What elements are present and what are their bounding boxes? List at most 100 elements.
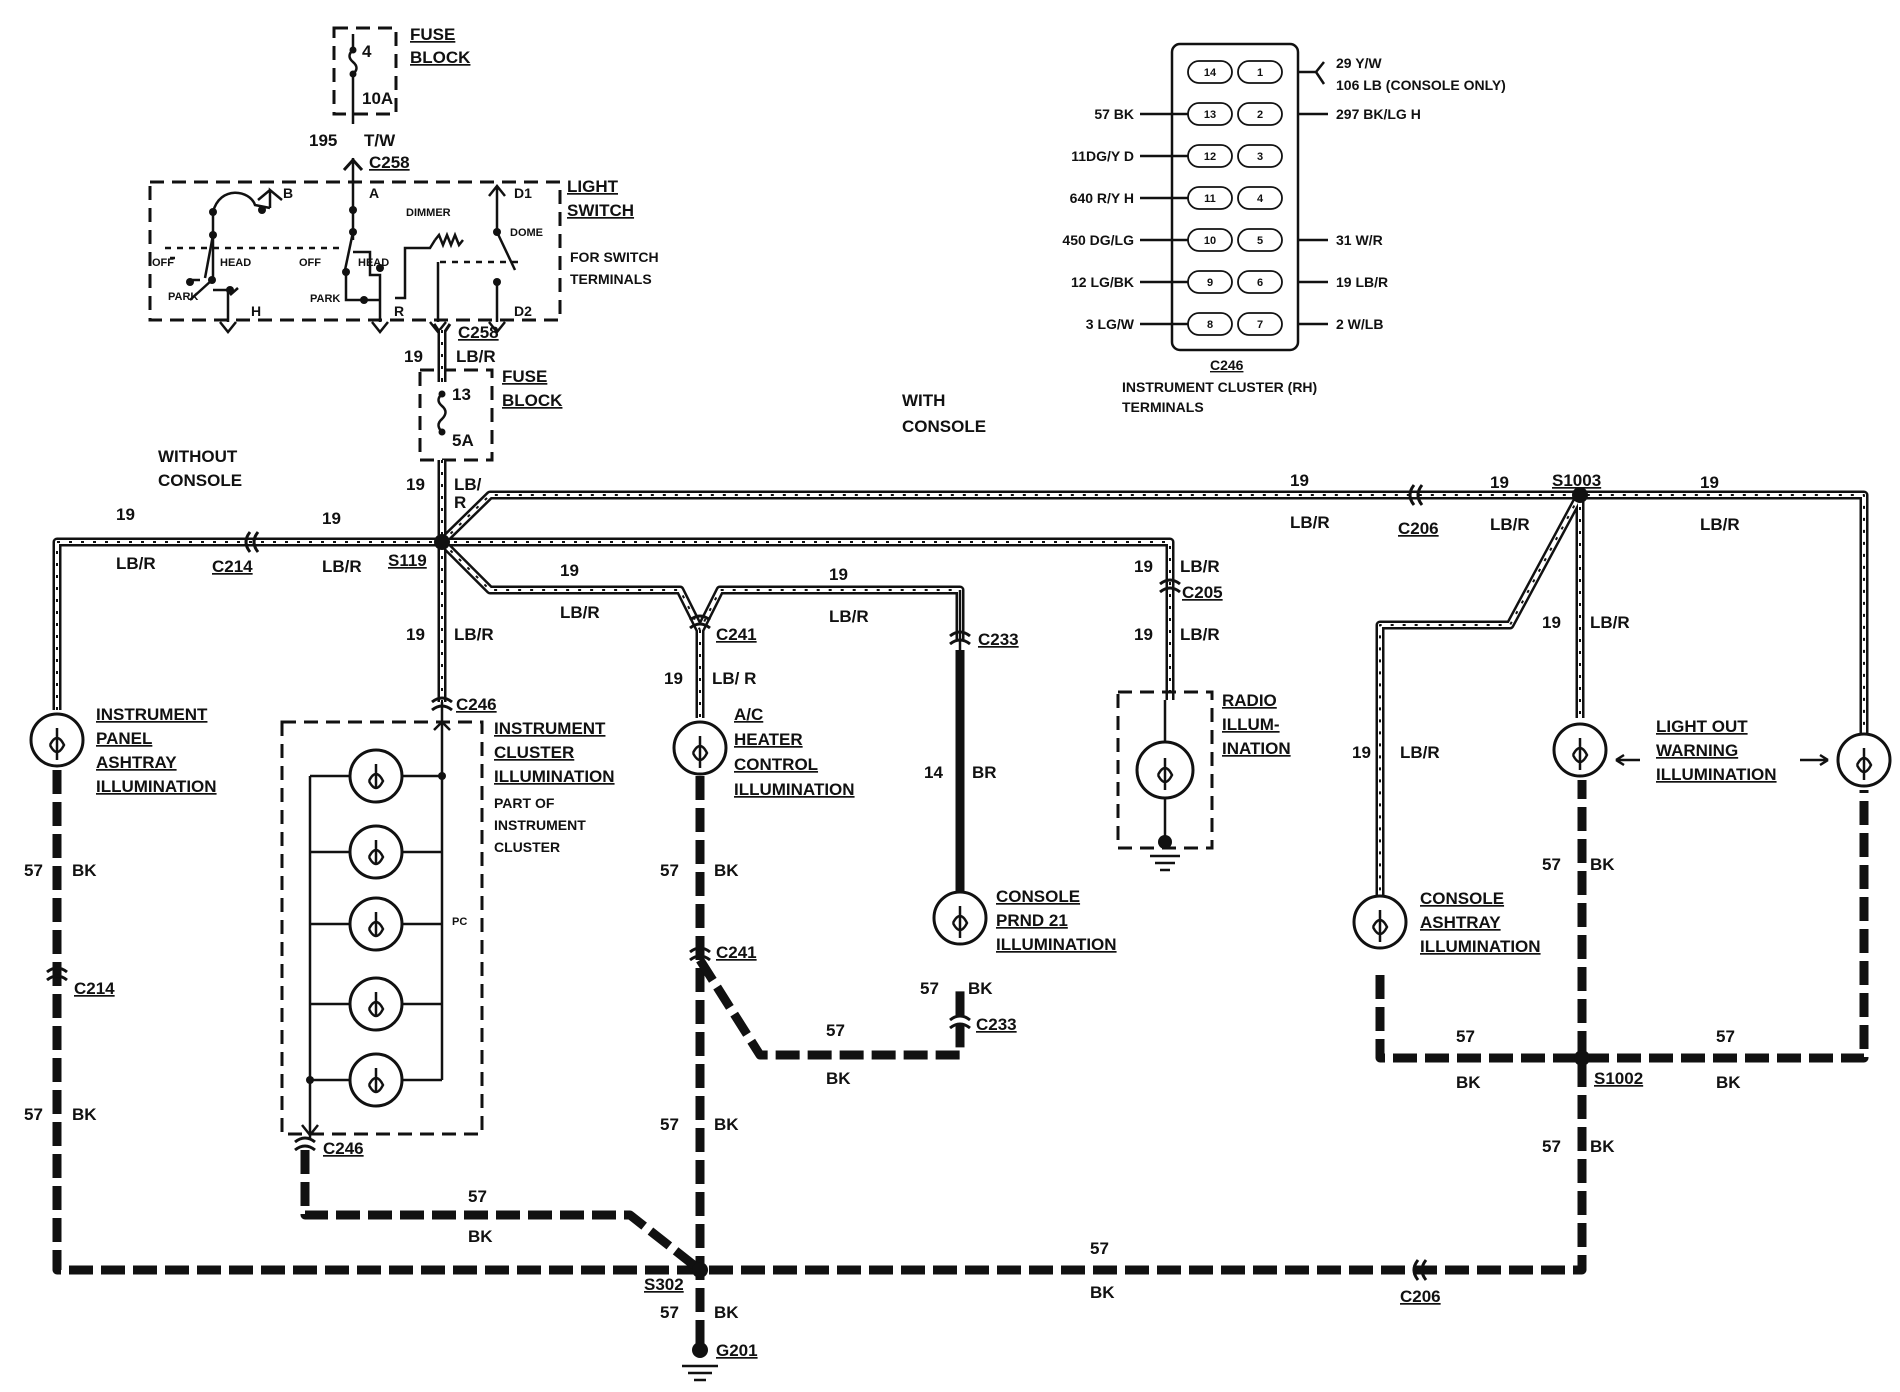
console-prnd-label-2: PRND 21: [996, 911, 1068, 930]
bulb-console-ashtray: [1352, 894, 1408, 950]
radio-label: RADIO ILLUM- INATION: [1222, 691, 1291, 758]
light-switch-title-1: LIGHT: [567, 177, 619, 196]
console-prnd-label-1: CONSOLE: [996, 887, 1080, 906]
radio-illumination-box: [1116, 690, 1214, 872]
cluster-bulb-filament: [367, 912, 385, 938]
lbr-label-9: LB/R: [1290, 513, 1330, 532]
switch-terminal-a: A: [369, 185, 379, 201]
ac-heater-label: A/C HEATER CONTROL ILLUMINATION: [734, 705, 855, 799]
bk-prnd: BK: [968, 979, 993, 998]
c246-left-label: 57 BK: [1094, 106, 1134, 122]
instrument-cluster-box: [280, 702, 484, 1140]
c246-left-label: 3 LG/W: [1086, 316, 1135, 332]
w19-label-11: 19: [1700, 473, 1719, 492]
ip-ashtray-label-1: INSTRUMENT: [96, 705, 208, 724]
c246-left-label: 450 DG/LG: [1062, 232, 1134, 248]
switch-terminal-b: B: [283, 185, 293, 201]
lbr-sp-label: LB/ R: [712, 669, 756, 688]
c246-pin-left-num: 10: [1204, 235, 1216, 247]
wire-19-top-color: LB/R: [456, 347, 496, 366]
w19-label-3: 19: [560, 561, 579, 580]
wire-19-mid-circuit: 19: [406, 475, 425, 494]
light-switch-note-1: FOR SWITCH: [570, 249, 659, 265]
fuse-top-rating: 10A: [362, 89, 393, 108]
console-ashtray-label-2: ASHTRAY: [1420, 913, 1501, 932]
w19-label-6: 19: [664, 669, 683, 688]
c241-top-label: C241: [716, 625, 757, 644]
light-out-label-3: ILLUMINATION: [1656, 765, 1777, 784]
switch-head-1: HEAD: [220, 257, 251, 269]
c214-bottom-label: C214: [74, 979, 115, 998]
c246-terminal-sub-1: INSTRUMENT CLUSTER (RH): [1122, 379, 1317, 395]
console-ashtray-label-3: ILLUMINATION: [1420, 937, 1541, 956]
switch-dome: DOME: [510, 227, 543, 239]
w14-label: 14: [924, 763, 943, 782]
switch-dimmer: DIMMER: [406, 207, 451, 219]
c246-pin-left-num: 8: [1207, 319, 1213, 331]
ip-ashtray-label-2: PANEL: [96, 729, 152, 748]
c246-pin-right: [1237, 312, 1283, 336]
c206-top-label: C206: [1398, 519, 1439, 538]
c246-pin-right-num: 4: [1257, 193, 1264, 205]
switch-park-2: PARK: [310, 293, 340, 305]
light-switch-title-2: SWITCH: [567, 201, 634, 220]
ac-heater-label-3: CONTROL: [734, 755, 818, 774]
fuse-block-mid: 13 5A: [418, 368, 494, 462]
cluster-label-3: ILLUMINATION: [494, 767, 615, 786]
s119-label: S119: [388, 551, 427, 570]
light-out-arrow-right: [1800, 753, 1829, 767]
br-label: BR: [972, 763, 997, 782]
console-ashtray-label-1: CONSOLE: [1420, 889, 1504, 908]
ac-heater-label-4: ILLUMINATION: [734, 780, 855, 799]
w19-label-1: 19: [116, 505, 135, 524]
c246-right-label: 2 W/LB: [1336, 316, 1383, 332]
cluster-note-1: PART OF: [494, 795, 555, 811]
w57-lightout-2: 57: [1542, 1137, 1561, 1156]
fuse-mid-label-2: BLOCK: [502, 391, 563, 410]
light-switch: B A D1 H R D2 OFF HEAD PARK OFF HEAD PAR…: [148, 158, 562, 335]
lbr-label-10: LB/R: [1490, 515, 1530, 534]
cluster-note-3: CLUSTER: [494, 839, 560, 855]
cluster-label-1: INSTRUMENT: [494, 719, 606, 738]
wire-19-top-circuit: 19: [404, 347, 423, 366]
w19-label-9: 19: [1290, 471, 1309, 490]
bk-ac-4: BK: [714, 1303, 739, 1322]
wire-195-circuit: 195: [309, 131, 337, 150]
c246-left-label: 640 R/Y H: [1070, 190, 1134, 206]
lbr-label-11: LB/R: [1700, 515, 1740, 534]
w19-label-7: 19: [1134, 557, 1153, 576]
power-harness: [52, 330, 1869, 910]
c246-pin-left-num: 9: [1207, 277, 1213, 289]
radio-label-3: INATION: [1222, 739, 1291, 758]
lbr-label-8: LB/R: [1180, 625, 1220, 644]
cluster-bulb-filament: [367, 764, 385, 790]
bulb-light-out-1: [1552, 722, 1608, 778]
fuse-top-label-2: BLOCK: [410, 48, 471, 67]
cluster-pc-label: PC: [452, 916, 467, 928]
c206-bottom-label: C206: [1400, 1287, 1441, 1306]
w19-label-2: 19: [322, 509, 341, 528]
bk-left-2: BK: [72, 1105, 97, 1124]
ac-heater-label-1: A/C: [734, 705, 763, 724]
bk-ac-1: BK: [714, 861, 739, 880]
ip-ashtray-label: INSTRUMENT PANEL ASHTRAY ILLUMINATION: [96, 705, 217, 796]
cluster-label-2: CLUSTER: [494, 743, 574, 762]
w57-ac-2: 57: [826, 1021, 845, 1040]
c246-terminal-sub-2: TERMINALS: [1122, 399, 1204, 415]
c246-right-extra: 106 LB (CONSOLE ONLY): [1336, 77, 1506, 93]
bulb-ip-ashtray: [29, 712, 85, 768]
c233-bottom-label: C233: [976, 1015, 1017, 1034]
cluster-note-2: INSTRUMENT: [494, 817, 586, 833]
light-out-label: LIGHT OUT WARNING ILLUMINATION: [1656, 717, 1777, 784]
c246-pin-right: [1237, 186, 1283, 210]
cluster-label: INSTRUMENT CLUSTER ILLUMINATION PART OF …: [452, 719, 615, 928]
w57-ac-3: 57: [660, 1115, 679, 1134]
c246-pin-right: [1237, 270, 1283, 294]
c246-pin-right-num: 7: [1257, 319, 1263, 331]
fuse-mid-rating: 5A: [452, 431, 474, 450]
c246-left-label: 11DG/Y D: [1071, 148, 1134, 164]
fuse-top-number: 4: [362, 42, 372, 61]
c246-bottom-label: C246: [323, 1139, 364, 1158]
w57-prnd: 57: [920, 979, 939, 998]
